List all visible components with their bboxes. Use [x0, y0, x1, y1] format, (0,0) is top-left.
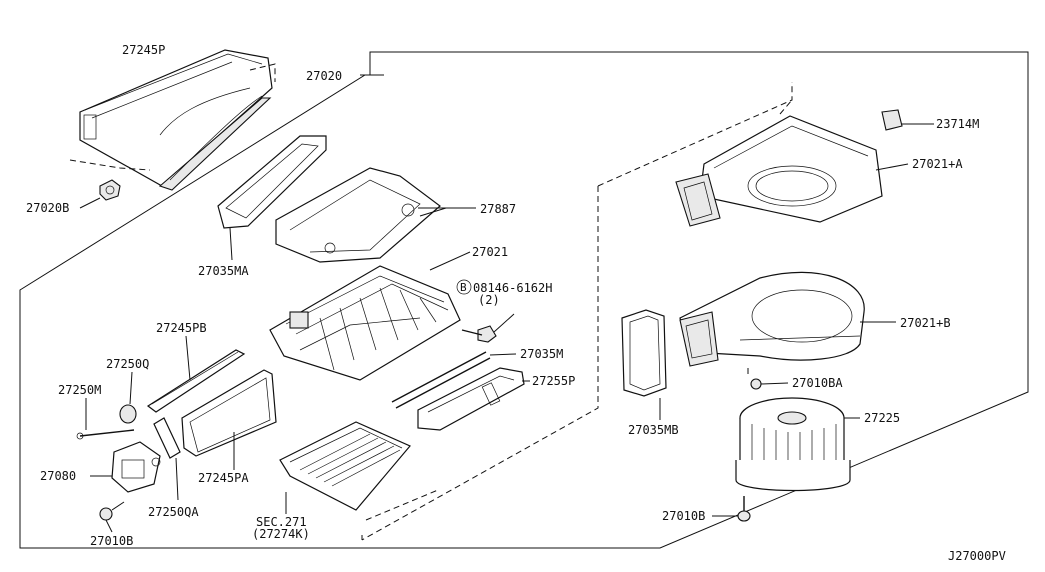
label-27035MB: 27035MB: [628, 423, 679, 437]
bracket-27255P: [417, 367, 530, 431]
label-27010BA: 27010BA: [792, 376, 843, 390]
filter-frame-27245PA: [181, 369, 277, 470]
label-27255P: 27255P: [532, 374, 575, 388]
gasket-27035MA: [217, 135, 327, 261]
clip-23714M: [881, 109, 934, 131]
label-27245PB: 27245PB: [156, 321, 207, 335]
screw-27010BA: [747, 368, 789, 390]
label-27245P: 27245P: [122, 43, 165, 57]
label-bolt-qty: (2): [478, 293, 500, 307]
label-sec-ref: (27274K): [252, 527, 310, 541]
lever-27250QA: [153, 417, 181, 501]
label-27245PA: 27245PA: [198, 471, 249, 485]
part-27250Q: [119, 371, 137, 424]
screw-27010B-right: [712, 496, 751, 522]
label-27020B: 27020B: [26, 201, 69, 215]
part-27245PB: [146, 335, 246, 413]
bracket-27887: [275, 167, 476, 263]
label-27225: 27225: [864, 411, 900, 425]
blower-boundary-left: [361, 186, 599, 541]
cabin-filter: [279, 421, 439, 521]
link-27250M: [76, 398, 135, 440]
label-27250M: 27250M: [58, 383, 101, 397]
label-bolt-mark: B: [460, 281, 467, 294]
label-27080: 27080: [40, 469, 76, 483]
label-27021: 27021: [472, 245, 508, 259]
clip-27020B: [79, 179, 121, 209]
blower-subassembly-boundary: [597, 82, 793, 187]
bolt-08146: [456, 279, 515, 343]
label-08146-6162H: 08146-6162H: [473, 281, 552, 295]
label-27020: 27020: [306, 69, 342, 83]
label-27010B-right: 27010B: [662, 509, 705, 523]
lower-case-27021B: [679, 271, 896, 367]
heater-unit-27021: [269, 251, 471, 381]
label-27887: 27887: [480, 202, 516, 216]
label-27010B-left: 27010B: [90, 534, 133, 548]
label-27021B: 27021+B: [900, 316, 951, 330]
duct-27245P: [69, 49, 276, 191]
label-27250QA: 27250QA: [148, 505, 199, 519]
upper-case-27021A: [675, 99, 909, 227]
label-27021A: 27021+A: [912, 157, 963, 171]
blower-motor-27225: [735, 397, 860, 492]
assembly-frame: [19, 51, 1029, 549]
label-27250Q: 27250Q: [106, 357, 149, 371]
label-sec-271: SEC.271: [256, 515, 307, 529]
gasket-27035MB: [621, 309, 667, 420]
seal-27035M: [391, 351, 517, 409]
bolt-mark-circle: [456, 279, 472, 295]
label-27035M: 27035M: [520, 347, 563, 361]
label-23714M: 23714M: [936, 117, 979, 131]
label-27035MA: 27035MA: [198, 264, 249, 278]
diagram-code: J27000PV: [948, 549, 1006, 563]
screw-27010B-left: [99, 501, 125, 533]
actuator-27080: [90, 441, 161, 493]
